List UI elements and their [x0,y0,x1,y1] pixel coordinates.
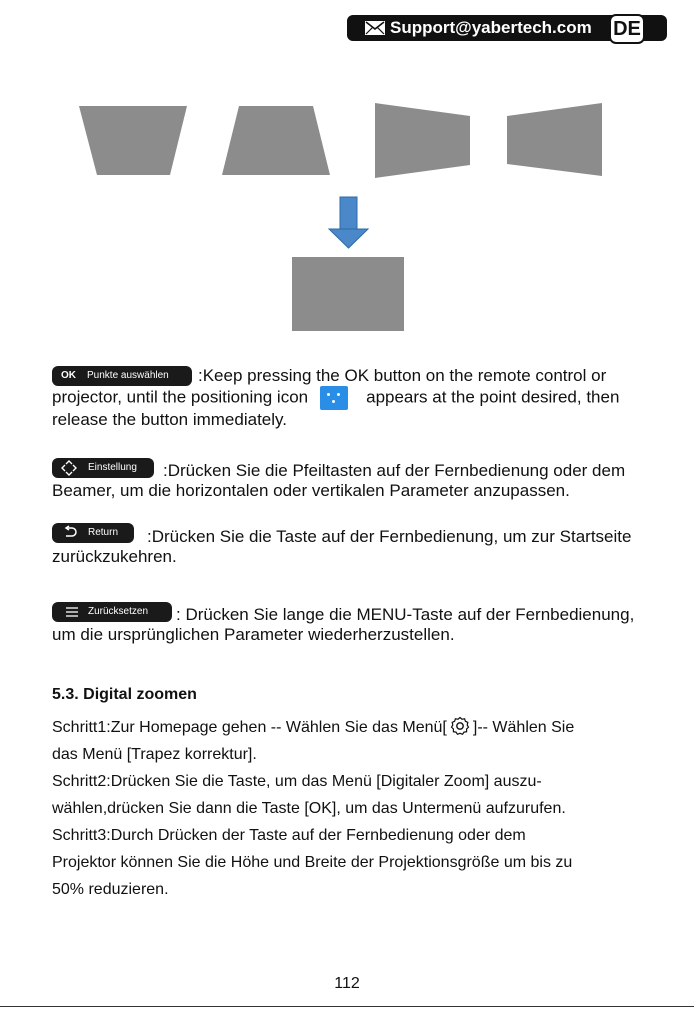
corrected-rectangle-shape [292,257,404,331]
ok-select-points-badge: OK Punkte auswählen [52,366,192,386]
ok-desc-line-2a: projector, until the positioning icon [52,387,309,407]
step2-line-2: wählen,drücken Sie dann die Taste [OK], … [52,800,566,817]
section-heading: 5.3. Digital zoomen [52,686,197,703]
trapezoid-shape-2 [222,106,330,175]
reset-description: : Drücken Sie lange die MENU-Taste auf d… [52,605,647,645]
ok-description: :Keep pressing the OK button on the remo… [52,366,647,430]
step3-line-3: 50% reduzieren. [52,881,169,898]
reset-badge: Zurücksetzen [52,602,172,622]
mail-icon [365,21,385,35]
support-email[interactable]: Support@yabertech.com [390,18,592,37]
step3-line-1: Schritt3:Durch Drücken der Taste auf der… [52,827,526,844]
trapezoid-shape-3 [375,103,470,178]
step1-line-a: Schritt1:Zur Homepage gehen -- Wählen Si… [52,719,447,736]
step1-line-b: ]-- Wählen Sie [472,719,575,736]
select-points-label: Punkte auswählen [87,370,169,381]
return-label: Return [88,527,119,538]
einstellung-label: Einstellung [88,462,137,473]
reset-desc-line-1: : Drücken Sie lange die MENU-Taste auf d… [176,605,635,624]
step3-line-2: Projektor können Sie die Höhe und Breite… [52,854,573,871]
arrows-icon [61,460,77,476]
positioning-icon [320,386,349,410]
footer-divider [0,1006,694,1007]
reset-label: Zurücksetzen [88,606,149,617]
return-desc-line-2: zurückzukehren. [52,547,177,566]
page-number: 112 [334,975,360,992]
einstellung-badge: Einstellung [52,458,154,478]
ok-key-label: OK [61,370,76,381]
language-badge: DE [609,14,645,44]
return-desc-line-1: :Drücken Sie die Taste auf der Fernbedie… [147,527,632,546]
ok-desc-line-3: release the button immediately. [52,410,287,429]
trapezoid-shape-4 [507,103,602,176]
menu-icon [66,607,78,617]
ok-desc-line-1: :Keep pressing the OK button on the remo… [198,366,607,385]
down-arrow-icon [327,196,370,249]
einstellung-description: :Drücken Sie die Pfeiltasten auf der Fer… [52,461,647,501]
step2-line-1: Schritt2:Drücken Sie die Taste, um das M… [52,773,542,790]
einstellung-desc-line-1: :Drücken Sie die Pfeiltasten auf der Fer… [163,461,626,480]
settings-gear-icon [450,716,470,736]
reset-desc-line-2: um die ursprünglichen Parameter wiederhe… [52,625,455,644]
einstellung-desc-line-2: Beamer, um die horizontalen oder vertika… [52,481,570,500]
ok-desc-line-2b: appears at the point desired, then [366,387,620,407]
return-icon [64,525,77,537]
return-badge: Return [52,523,134,543]
section-body: Schritt1:Zur Homepage gehen -- Wählen Si… [52,714,652,903]
trapezoid-shape-1 [79,106,187,175]
return-description: :Drücken Sie die Taste auf der Fernbedie… [52,527,647,567]
support-banner: Support@yabertech.com DE [347,14,667,44]
keystone-illustration [79,103,602,331]
step1-line-2: das Menü [Trapez korrektur]. [52,746,257,763]
